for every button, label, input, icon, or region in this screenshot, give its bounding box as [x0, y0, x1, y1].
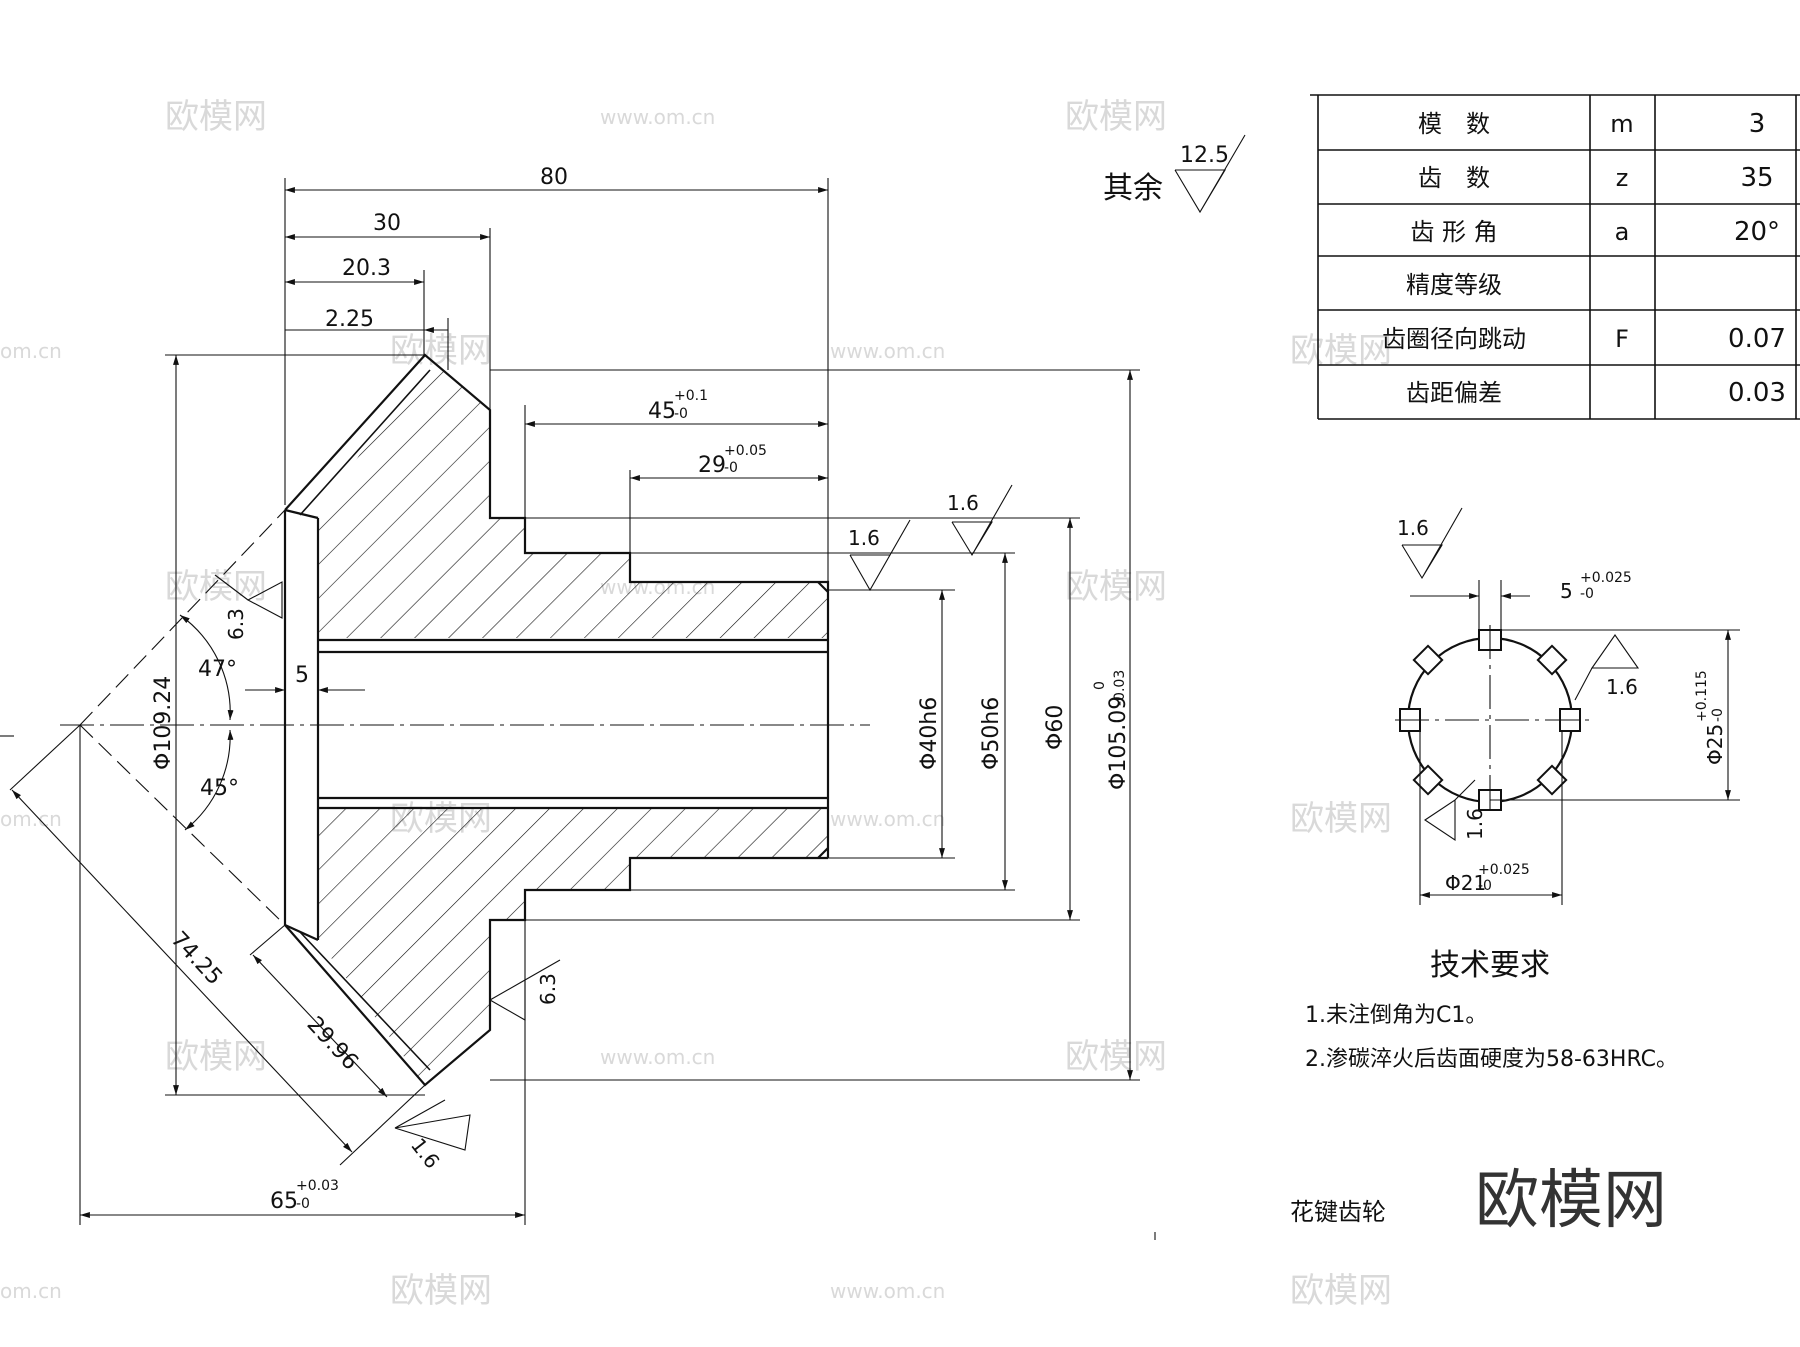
param-value: 0.07	[1728, 324, 1786, 354]
spline-ra: 1.6	[1463, 808, 1487, 840]
roughness-symbol: 1.6	[394, 1099, 471, 1173]
dim-5: 5	[295, 663, 309, 688]
dim-29: 29	[698, 453, 726, 478]
remaining-label: 其余	[1103, 171, 1163, 206]
watermark: www.om.cn	[600, 1045, 715, 1069]
watermark: 欧模网	[165, 1037, 267, 1077]
watermark: www.om.cn	[600, 105, 715, 129]
spline-width: 5	[1560, 579, 1573, 603]
watermark: www.om.cn	[830, 807, 945, 831]
roughness-symbol: 6.3	[214, 574, 283, 640]
spline-outer: Φ25	[1703, 724, 1727, 765]
requirement-item-1: 1.未注倒角为C1。	[1305, 1003, 1487, 1028]
ra-6-3: 6.3	[536, 973, 560, 1005]
dim-20-3: 20.3	[342, 256, 391, 281]
watermark: 欧模网	[165, 567, 267, 607]
roughness-symbol: 6.3	[488, 959, 561, 1021]
spline-inner: Φ21	[1445, 871, 1486, 895]
dim-dia109: Φ109.24	[151, 676, 176, 770]
param-value: 0.03	[1728, 378, 1786, 408]
spline-outer-tol: +0.115	[1694, 670, 1710, 722]
param-name: 齿 数	[1418, 164, 1490, 192]
spline-width-tol-lo: -0	[1580, 586, 1594, 602]
gear-section	[0, 353, 870, 1087]
param-value: 35	[1740, 163, 1773, 193]
remaining-value: 12.5	[1180, 143, 1229, 168]
dim-dia40: Φ40h6	[917, 697, 942, 770]
params-table: 模 数 m 3 齿 数 z 35 齿 形 角 a 20° 精度等级 齿圈径向跳动…	[1310, 94, 1800, 420]
dim-29-96: 29.96	[302, 1012, 363, 1075]
spline-outer-tol-lo: -0	[1710, 708, 1726, 722]
part-name: 花键齿轮	[1290, 1198, 1386, 1226]
watermark: 欧模网	[390, 1271, 492, 1311]
dim-65-tol: +0.03	[296, 1178, 339, 1194]
dim-2-25: 2.25	[325, 307, 374, 332]
ra-1-6: 1.6	[848, 526, 880, 550]
ra-6-3: 6.3	[224, 608, 248, 640]
dim-45-tol-lo: -0	[674, 406, 688, 422]
param-name: 齿距偏差	[1406, 379, 1502, 407]
watermark-layer: 欧模网 www.om.cn 欧模网 om.cn 欧模网 www.om.cn 欧模…	[0, 97, 1392, 1311]
spline-width-tol: +0.025	[1580, 570, 1632, 586]
dim-65: 65	[270, 1189, 298, 1214]
watermark: 欧模网	[1290, 799, 1392, 839]
param-symbol: z	[1616, 164, 1629, 192]
requirements-title: 技术要求	[1430, 948, 1550, 983]
param-symbol: F	[1615, 325, 1629, 353]
spline-ra: 1.6	[1606, 675, 1638, 699]
watermark: 欧模网	[1065, 1037, 1167, 1077]
dim-dia60: Φ60	[1043, 705, 1068, 750]
dim-29-tol: +0.05	[724, 443, 767, 459]
spline-ra: 1.6	[1397, 516, 1429, 540]
dim-45-tol: +0.1	[674, 388, 708, 404]
watermark: 欧模网	[165, 97, 267, 137]
requirement-item-2: 2.渗碳淬火后齿面硬度为58-63HRC。	[1305, 1047, 1678, 1072]
watermark: om.cn	[0, 339, 62, 363]
ra-1-6: 1.6	[947, 491, 979, 515]
watermark: om.cn	[0, 1279, 62, 1303]
dim-80: 80	[540, 165, 568, 190]
dim-29-tol-lo: -0	[724, 460, 738, 476]
dim-45: 45	[648, 399, 676, 424]
param-symbol: m	[1610, 110, 1633, 138]
param-name: 模 数	[1418, 110, 1490, 138]
surface-note: 其余 12.5	[1103, 134, 1246, 214]
param-value: 3	[1749, 109, 1766, 139]
watermark: 欧模网	[390, 331, 492, 371]
angle-45: 45°	[200, 776, 239, 801]
roughness-symbol: 1.6	[848, 519, 911, 592]
dim-65-tol-lo: -0	[296, 1196, 310, 1212]
param-name: 齿 形 角	[1410, 218, 1497, 246]
site-logo: 欧模网	[1475, 1164, 1667, 1238]
dim-dia105-tol-lo: -0.03	[1112, 670, 1128, 706]
param-name: 齿圈径向跳动	[1382, 325, 1526, 353]
param-name: 精度等级	[1406, 271, 1502, 299]
dim-74-25: 74.25	[166, 927, 227, 990]
hatched-lower	[318, 808, 828, 1085]
dim-dia105: Φ105.09	[1106, 696, 1131, 790]
watermark: 欧模网	[1065, 567, 1167, 607]
hatched-upper	[318, 355, 828, 640]
watermark: www.om.cn	[830, 339, 945, 363]
param-symbol: a	[1615, 218, 1630, 246]
param-value: 20°	[1734, 217, 1780, 247]
spline-inner-tol-lo: -0	[1478, 878, 1492, 894]
spline-section: 5 +0.025 -0 Φ25 +0.115 -0 Φ21 +0.025 -0 …	[1395, 507, 1740, 905]
watermark: 欧模网	[1065, 97, 1167, 137]
watermark: www.om.cn	[830, 1279, 945, 1303]
technical-requirements: 技术要求 1.未注倒角为C1。 2.渗碳淬火后齿面硬度为58-63HRC。	[1305, 948, 1678, 1072]
angle-47: 47°	[198, 657, 237, 682]
dim-dia50: Φ50h6	[979, 697, 1004, 770]
dim-30: 30	[373, 211, 401, 236]
spline-inner-tol: +0.025	[1478, 862, 1530, 878]
watermark: 欧模网	[1290, 1271, 1392, 1311]
ra-1-6: 1.6	[406, 1133, 444, 1173]
dim-dia105-tol-hi: 0	[1092, 681, 1108, 690]
roughness-symbol: 1.6	[947, 484, 1013, 557]
